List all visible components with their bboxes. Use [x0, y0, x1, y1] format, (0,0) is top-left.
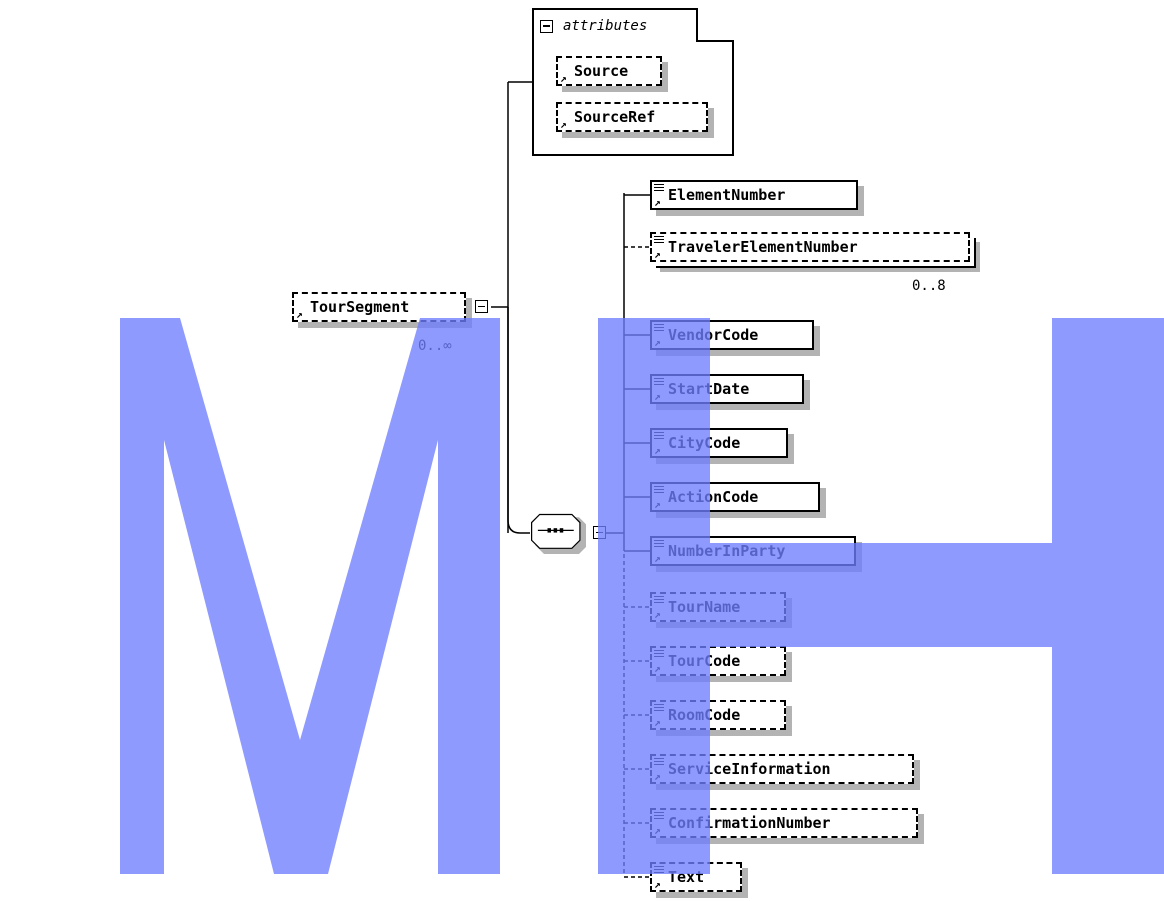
element-content-icon — [654, 596, 664, 605]
child-element-label: TourName — [668, 598, 741, 616]
element-content-icon — [654, 758, 664, 767]
child-element-confirmation-number[interactable]: ↗ ConfirmationNumber — [650, 808, 918, 838]
reference-arrow-icon: ↗ — [654, 824, 661, 837]
reference-arrow-icon: ↗ — [654, 196, 661, 209]
element-content-icon — [654, 324, 664, 333]
child-element-action-code[interactable]: ↗ ActionCode — [650, 482, 820, 512]
reference-arrow-icon: ↗ — [654, 552, 661, 565]
collapse-toggle-icon[interactable] — [540, 19, 553, 33]
element-content-icon — [654, 236, 664, 245]
child-cardinality: 0..8 — [912, 278, 946, 294]
reference-arrow-icon: ↗ — [654, 770, 661, 783]
child-element-room-code[interactable]: ↗ RoomCode — [650, 700, 786, 730]
element-content-icon — [654, 866, 664, 875]
child-element-city-code[interactable]: ↗ CityCode — [650, 428, 788, 458]
reference-arrow-icon: ↗ — [654, 878, 661, 891]
child-element-vendor-code[interactable]: ↗ VendorCode — [650, 320, 814, 350]
child-element-label: ServiceInformation — [668, 760, 831, 778]
root-element-node[interactable]: ↗ TourSegment — [292, 292, 466, 322]
child-element-start-date[interactable]: ↗ StartDate — [650, 374, 804, 404]
child-element-label: VendorCode — [668, 326, 759, 344]
child-element-number-in-party[interactable]: ↗ NumberInParty — [650, 536, 856, 566]
attribute-source[interactable]: ↗ Source — [556, 56, 662, 86]
child-element-tour-code[interactable]: ↗ TourCode — [650, 646, 786, 676]
element-content-icon — [654, 650, 664, 659]
reference-arrow-icon: ↗ — [654, 716, 661, 729]
root-element-label: TourSegment — [310, 298, 410, 316]
child-element-label: Text — [668, 868, 705, 886]
child-element-label: ActionCode — [668, 488, 759, 506]
attributes-tab: attributes — [532, 8, 698, 42]
reference-arrow-icon: ↗ — [560, 72, 567, 85]
element-content-icon — [654, 540, 664, 549]
child-element-element-number[interactable]: ↗ ElementNumber — [650, 180, 858, 210]
element-content-icon — [654, 812, 664, 821]
element-content-icon — [654, 184, 664, 193]
collapse-toggle-icon[interactable] — [475, 300, 488, 313]
child-element-label: CityCode — [668, 434, 741, 452]
attribute-sourceref[interactable]: ↗ SourceRef — [556, 102, 708, 132]
child-element-label: NumberInParty — [668, 542, 786, 560]
collapse-toggle-icon[interactable] — [593, 526, 606, 539]
reference-arrow-icon: ↗ — [296, 308, 303, 321]
reference-arrow-icon: ↗ — [560, 118, 567, 131]
attribute-label: Source — [574, 62, 629, 80]
root-cardinality: 0..∞ — [418, 338, 452, 354]
element-content-icon — [654, 486, 664, 495]
child-element-label: ElementNumber — [668, 186, 786, 204]
reference-arrow-icon: ↗ — [654, 608, 661, 621]
attributes-title: attributes — [563, 18, 648, 34]
reference-arrow-icon: ↗ — [654, 444, 661, 457]
reference-arrow-icon: ↗ — [654, 336, 661, 349]
child-element-traveler-element-number[interactable]: ↗ TravelerElementNumber — [650, 232, 970, 262]
element-content-icon — [654, 704, 664, 713]
child-element-label: TravelerElementNumber — [668, 238, 858, 256]
reference-arrow-icon: ↗ — [654, 248, 661, 261]
reference-arrow-icon: ↗ — [654, 662, 661, 675]
element-content-icon — [654, 432, 664, 441]
sequence-compositor[interactable] — [530, 511, 586, 555]
child-element-label: ConfirmationNumber — [668, 814, 831, 832]
element-content-icon — [654, 378, 664, 387]
child-element-label: TourCode — [668, 652, 741, 670]
child-element-label: StartDate — [668, 380, 750, 398]
child-element-tour-name[interactable]: ↗ TourName — [650, 592, 786, 622]
attribute-label: SourceRef — [574, 108, 656, 126]
reference-arrow-icon: ↗ — [654, 498, 661, 511]
child-element-label: RoomCode — [668, 706, 741, 724]
reference-arrow-icon: ↗ — [654, 390, 661, 403]
child-element-text[interactable]: ↗ Text — [650, 862, 742, 892]
child-element-service-information[interactable]: ↗ ServiceInformation — [650, 754, 914, 784]
